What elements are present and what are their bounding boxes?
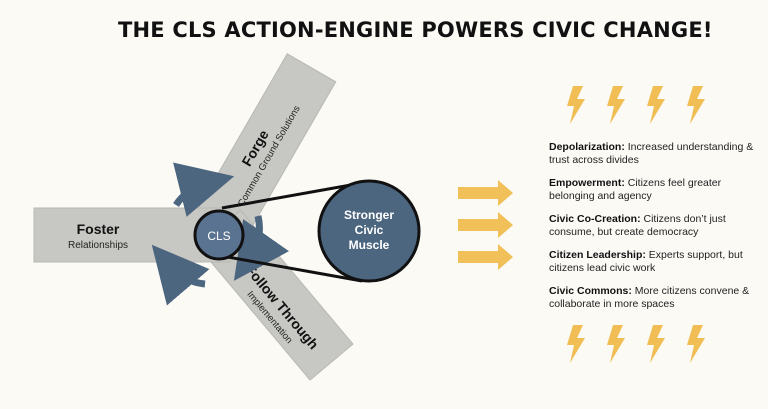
outcome-depolarization: Depolarization: Increased understanding … [549,141,759,167]
cycle-arrow-icon [233,215,290,281]
belt-bottom-line [221,254,363,283]
muscle-line-3: Muscle [349,238,390,252]
outcome-term: Civic Co-Creation: [549,213,641,225]
outcome-citizen-leadership: Citizen Leadership: Experts support, but… [549,249,759,275]
lightning-bolt-icon [567,325,585,363]
muscle-line-1: Stronger [344,208,394,222]
foster-label: Foster [77,221,120,237]
outcome-term: Citizen Leadership: [549,249,646,261]
outcome-term: Civic Commons: [549,285,632,297]
civic-muscle-circle [317,179,421,283]
outcome-civic-commons: Civic Commons: More citizens convene & c… [549,285,759,311]
outcome-text: Experts support, but citizens lead civic… [549,249,743,274]
output-arrows [458,180,513,270]
outcome-term: Depolarization: [549,141,625,153]
lightning-bolt-icon [687,86,705,124]
page-title: THE CLS ACTION-ENGINE POWERS CIVIC CHANG… [118,18,713,42]
bolts-top-row [567,86,705,124]
outcome-text: More citizens convene & collaborate in m… [549,285,750,310]
lightning-bolt-icon [567,86,585,124]
right-arrow-icon [458,212,513,238]
foster-sublabel: Relationships [68,240,128,251]
lightning-bolt-icon [607,86,625,124]
outcome-text: Citizens feel greater belonging and agen… [549,177,722,202]
outcome-text: Citizens don’t just consume, but create … [549,213,726,238]
lightning-bolt-icon [647,325,665,363]
cycle-arrow-icon [151,244,210,306]
cycle-arrows [151,162,290,306]
lightning-bolt-icon [607,325,625,363]
cycle-arrow-icon [173,162,235,217]
lightning-bolt-icon [647,86,665,124]
lightning-bolt-icon [687,325,705,363]
outcome-civic-co-creation: Civic Co-Creation: Citizens don’t just c… [549,213,759,239]
outcomes-list: Depolarization: Increased understanding … [549,141,759,321]
outcome-empowerment: Empowerment: Citizens feel greater belon… [549,177,759,203]
right-arrow-icon [458,180,513,206]
cls-hub [193,209,245,261]
belt-top-line [221,181,363,210]
bolts-bottom-row [567,325,705,363]
right-arrow-icon [458,244,513,270]
outcome-text: Increased understanding & trust across d… [549,141,754,166]
outcome-term: Empowerment: [549,177,625,189]
cls-hub-label: CLS [207,229,230,243]
muscle-line-2: Civic [355,223,384,237]
